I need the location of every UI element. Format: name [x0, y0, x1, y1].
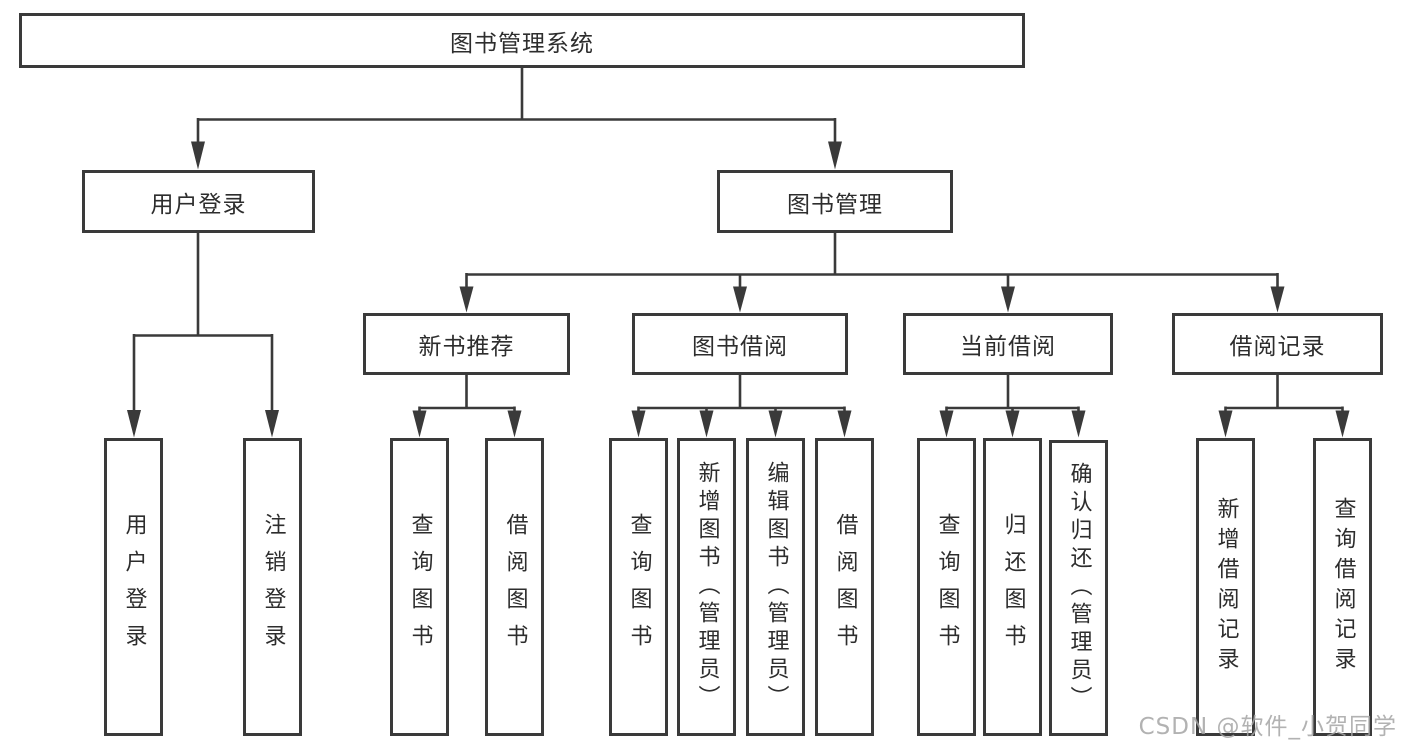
leaf-label: 新增借阅记录 — [1213, 497, 1239, 677]
node-label: 当前借阅 — [960, 334, 1056, 360]
node-book-management: 图书管理 — [717, 170, 953, 233]
leaf-query-borrow-record: 查询借阅记录 — [1313, 438, 1372, 736]
leaf-label: 注销登录 — [260, 513, 286, 661]
node-borrowing-records: 借阅记录 — [1172, 313, 1383, 375]
leaf-label: 归还图书 — [1000, 513, 1026, 661]
leaf-label: 确认归还（管理员） — [1066, 462, 1092, 714]
leaf-label: 查询图书 — [626, 513, 652, 661]
node-label: 用户登录 — [150, 191, 247, 218]
leaf-label: 借阅图书 — [832, 513, 858, 661]
leaf-query-books-1: 查询图书 — [390, 438, 449, 736]
leaf-confirm-return-admin: 确认归还（管理员） — [1049, 440, 1108, 736]
leaf-edit-book-admin: 编辑图书（管理员） — [746, 438, 805, 736]
leaf-query-books-3: 查询图书 — [917, 438, 976, 736]
node-book-borrowing: 图书借阅 — [632, 313, 848, 375]
leaf-add-borrow-record: 新增借阅记录 — [1196, 438, 1255, 736]
node-root-system: 图书管理系统 — [19, 13, 1025, 68]
leaf-logout: 注销登录 — [243, 438, 302, 736]
node-user-login: 用户登录 — [82, 170, 315, 233]
node-current-borrowing: 当前借阅 — [903, 313, 1113, 375]
leaf-borrow-books-1: 借阅图书 — [485, 438, 544, 736]
leaf-label: 查询借阅记录 — [1330, 497, 1356, 677]
leaf-label: 借阅图书 — [502, 513, 528, 661]
node-label: 图书借阅 — [692, 334, 788, 360]
leaf-label: 查询图书 — [934, 513, 960, 661]
node-root-label: 图书管理系统 — [450, 30, 594, 57]
leaf-label: 新增图书（管理员） — [694, 461, 720, 713]
leaf-user-login: 用户登录 — [104, 438, 163, 736]
leaf-label: 编辑图书（管理员） — [763, 461, 789, 713]
leaf-label: 用户登录 — [121, 513, 147, 661]
leaf-label: 查询图书 — [407, 513, 433, 661]
node-label: 图书管理 — [787, 191, 883, 218]
leaf-add-book-admin: 新增图书（管理员） — [677, 438, 736, 736]
leaf-return-books: 归还图书 — [983, 438, 1042, 736]
node-label: 借阅记录 — [1229, 334, 1326, 360]
node-new-book-recommend: 新书推荐 — [363, 313, 570, 375]
leaf-borrow-books-2: 借阅图书 — [815, 438, 874, 736]
csdn-watermark: CSDN @软件_小贺同学 — [1138, 714, 1397, 740]
node-label: 新书推荐 — [418, 334, 515, 360]
leaf-query-books-2: 查询图书 — [609, 438, 668, 736]
